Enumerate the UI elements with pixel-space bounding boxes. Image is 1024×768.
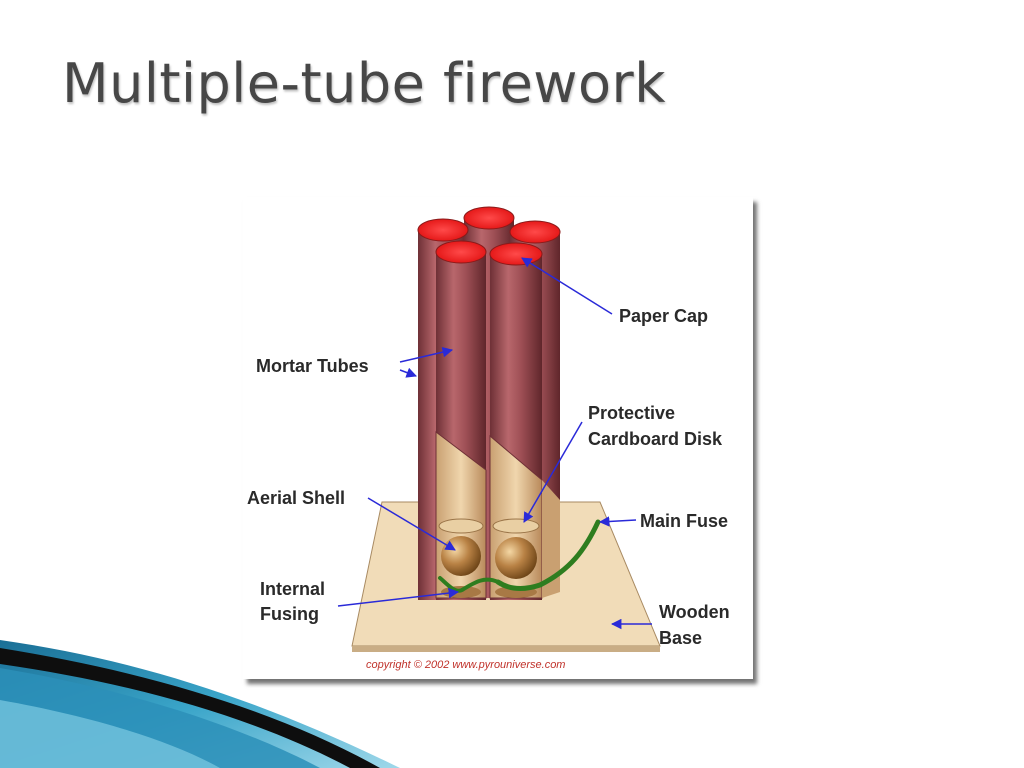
label-paper-cap: Paper Cap — [619, 306, 708, 326]
slide-decoration-swoosh — [0, 640, 400, 768]
label-internal-line1: Internal — [260, 579, 325, 599]
arrow-aerial-shell — [367, 497, 456, 551]
arrow-mortar-tubes-2 — [399, 367, 417, 378]
protective-disk-left — [438, 518, 484, 534]
label-wooden-line1: Wooden — [659, 602, 730, 622]
paper-cap-back-center — [463, 206, 515, 230]
paper-cap-front-left — [435, 240, 487, 264]
wooden-base-edge — [352, 646, 660, 652]
slide-title: Multiple-tube firework — [62, 52, 666, 115]
label-protective-line2: Cardboard Disk — [588, 429, 723, 449]
paper-cap-back-right — [509, 220, 561, 244]
label-aerial-shell: Aerial Shell — [247, 488, 345, 508]
arrow-main-fuse — [598, 516, 637, 527]
arrow-internal-fusing — [337, 587, 460, 607]
label-mortar-tubes: Mortar Tubes — [256, 356, 369, 376]
internal-fusing — [438, 576, 500, 593]
main-fuse — [495, 519, 601, 591]
protective-disk-right — [492, 518, 540, 534]
paper-cap-front-right — [489, 242, 543, 266]
arrow-paper-cap — [521, 257, 613, 315]
arrow-protective-disk — [523, 421, 583, 523]
callout-arrows — [337, 257, 652, 630]
label-wooden-line2: Base — [659, 628, 702, 648]
label-main-fuse: Main Fuse — [640, 511, 728, 531]
arrow-mortar-tubes-1 — [399, 347, 454, 363]
label-internal-line2: Fusing — [260, 604, 319, 624]
mortar-tube-cutaway-right — [542, 480, 560, 598]
aerial-shell-left — [441, 536, 481, 576]
paper-cap-back-left — [417, 218, 469, 242]
label-protective-line1: Protective — [588, 403, 675, 423]
copyright-text: copyright © 2002 www.pyrouniverse.com — [366, 659, 565, 671]
aerial-shell-right — [495, 537, 537, 579]
